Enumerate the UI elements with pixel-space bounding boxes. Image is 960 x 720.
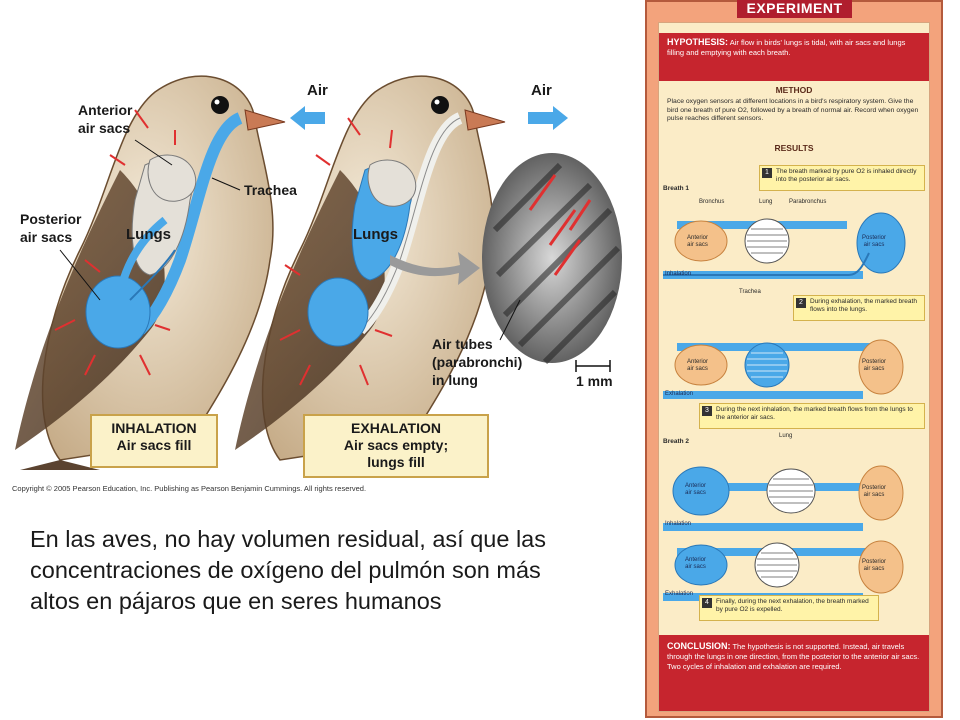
lungs-label-left: Lungs — [126, 226, 171, 243]
exhalation-label-1: Exhalation — [665, 391, 694, 397]
anterior-label-2: Anterior air sacs — [687, 359, 709, 372]
air-label-right: Air — [531, 82, 552, 99]
conclusion-label: CONCLUSION: — [667, 641, 731, 651]
lung-label-2: Lung — [779, 433, 793, 439]
anterior-air-sacs-label: Anterior air sacs — [78, 102, 133, 136]
anterior-air-sac — [147, 154, 197, 202]
trachea-label-small: Trachea — [739, 289, 761, 295]
air-label-left: Air — [307, 82, 328, 99]
hypothesis-text: Air flow in birds' lungs is tidal, with … — [667, 38, 906, 57]
air-out-arrow — [528, 106, 568, 130]
breath-1-label: Breath 1 — [663, 185, 690, 192]
trachea-label: Trachea — [244, 182, 297, 198]
air-tubes-label: Air tubes (parabronchi) in lung — [432, 336, 523, 388]
bird-exhalation — [235, 75, 506, 461]
method-heading: METHOD — [775, 85, 813, 95]
bird-inhalation — [15, 75, 286, 470]
posterior-label-3: Posterior air sacs — [862, 485, 887, 498]
conclusion-box: CONCLUSION: The hypothesis is not suppor… — [659, 635, 929, 711]
trachea — [135, 112, 243, 335]
slide-body-text: En las aves, no hay volumen residual, as… — [30, 526, 546, 614]
inhalation-title: INHALATION — [111, 420, 197, 436]
inhalation-label-1: Inhalation — [665, 271, 692, 277]
result-note-4: 4 Finally, during the next exhalation, t… — [699, 595, 879, 621]
hypothesis-label: HYPOTHESIS: — [667, 37, 729, 47]
inhalation-caption: INHALATION Air sacs fill — [90, 414, 218, 468]
bird-eye — [431, 96, 449, 114]
outflow-arrows — [279, 117, 393, 386]
result-note-1: 1 The breath marked by pure O2 is inhale… — [759, 165, 925, 191]
stage-2-schematic — [663, 339, 904, 399]
bronchus-label: Bronchus — [699, 199, 725, 205]
inhalation-subtitle: Air sacs fill — [116, 437, 192, 453]
method-text: Place oxygen sensors at different locati… — [667, 98, 919, 123]
lung-label: Lung — [759, 199, 773, 205]
copyright-notice: Copyright © 2005 Pearson Education, Inc.… — [12, 484, 367, 493]
experiment-content: HYPOTHESIS: Air flow in birds' lungs is … — [658, 22, 930, 712]
stage-3-schematic — [663, 465, 904, 531]
gray-pointer-arrow — [390, 252, 480, 285]
air-in-arrow — [290, 106, 325, 130]
lungs-label-right: Lungs — [353, 226, 398, 243]
inflow-arrows — [54, 109, 176, 376]
exhalation-label-2: Exhalation — [665, 591, 694, 597]
bird-beak — [244, 109, 286, 131]
anterior-air-sac — [367, 159, 417, 207]
scale-bar — [575, 360, 611, 372]
anterior-label-3: Anterior air sacs — [685, 483, 707, 496]
exhalation-subtitle: Air sacs empty; lungs fill — [343, 437, 449, 470]
parabronchi-micrograph — [482, 153, 622, 365]
bird-tail — [20, 460, 100, 470]
bird-beak — [464, 109, 506, 131]
exhalation-title: EXHALATION — [351, 420, 441, 436]
experiment-title: EXPERIMENT — [737, 0, 852, 18]
scale-label: 1 mm — [576, 373, 613, 389]
result-note-2: 2 During exhalation, the marked breath f… — [793, 295, 925, 321]
anterior-label-4: Anterior air sacs — [685, 557, 707, 570]
posterior-air-sac — [307, 277, 369, 347]
bird-eye — [211, 96, 229, 114]
stage-1-schematic — [663, 212, 906, 279]
bird-respiration-diagram — [15, 75, 622, 470]
anterior-label-1: Anterior air sacs — [687, 235, 709, 248]
experiment-panel: EXPERIMENT HYPOTHESIS: Air flow in birds… — [645, 0, 943, 718]
inhalation-label-2: Inhalation — [665, 521, 692, 527]
conclusion-text: The hypothesis is not supported. Instead… — [667, 642, 920, 671]
posterior-air-sacs-label: Posterior air sacs — [20, 211, 82, 245]
exhalation-caption: EXHALATION Air sacs empty; lungs fill — [303, 414, 489, 478]
posterior-label-4: Posterior air sacs — [862, 559, 887, 572]
posterior-label-2: Posterior air sacs — [862, 359, 887, 372]
parabronchus-label: Parabronchus — [789, 199, 827, 205]
hypothesis-box: HYPOTHESIS: Air flow in birds' lungs is … — [659, 33, 929, 81]
breath-2-label: Breath 2 — [663, 438, 690, 445]
posterior-label-1: Posterior air sacs — [862, 235, 887, 248]
results-heading: RESULTS — [774, 143, 814, 153]
result-note-3: 3 During the next inhalation, the marked… — [699, 403, 925, 429]
